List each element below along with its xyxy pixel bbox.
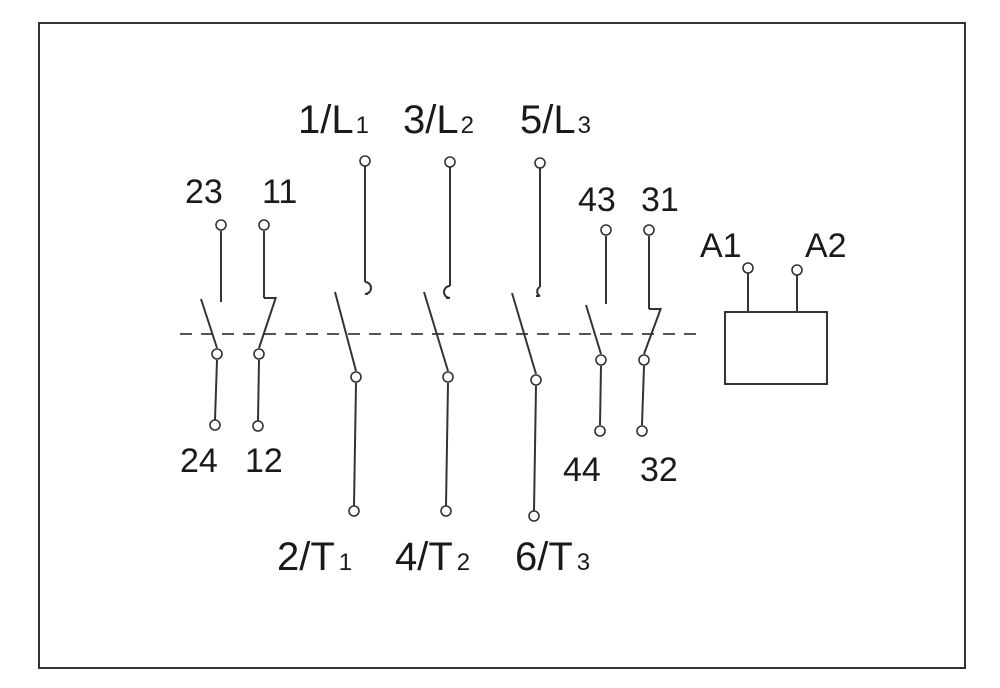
terminal-5-contact xyxy=(530,374,542,386)
terminal-31-contact xyxy=(638,354,650,366)
label-A2: A2 xyxy=(805,227,847,265)
coil-box xyxy=(724,311,828,385)
terminal-32 xyxy=(636,425,648,437)
terminal-24 xyxy=(209,419,221,431)
label-3-L2: 3/L2 xyxy=(403,98,474,142)
terminal-A1 xyxy=(742,262,754,274)
aux-contact-43-44 xyxy=(585,224,612,437)
label-32: 32 xyxy=(640,451,678,489)
terminal-2-T1 xyxy=(348,505,360,517)
terminal-23 xyxy=(215,219,227,231)
terminal-43-contact xyxy=(595,354,607,366)
label-31: 31 xyxy=(641,181,679,219)
label-24: 24 xyxy=(180,442,218,480)
terminal-31 xyxy=(643,224,655,236)
main-contact-1 xyxy=(334,155,372,517)
label-5-L3: 5/L3 xyxy=(520,98,591,142)
label-1-L1: 1/L1 xyxy=(298,98,369,142)
terminal-A2 xyxy=(791,264,803,276)
main-contact-2 xyxy=(423,156,456,517)
terminal-3-L2 xyxy=(444,156,456,168)
terminal-4-T2 xyxy=(440,505,452,517)
terminal-1-contact xyxy=(350,371,362,383)
terminal-3-contact xyxy=(442,371,454,383)
terminal-6-T3 xyxy=(528,510,540,522)
terminal-43 xyxy=(600,224,612,236)
terminal-11-contact xyxy=(253,348,265,360)
label-11: 11 xyxy=(262,173,297,211)
terminal-44 xyxy=(594,425,606,437)
diagram-frame xyxy=(38,22,966,669)
aux-contact-31-32 xyxy=(636,224,662,437)
terminal-1-L1 xyxy=(359,155,371,167)
aux-contact-11-12 xyxy=(252,219,277,432)
terminal-12 xyxy=(252,420,264,432)
main-contact-3 xyxy=(511,157,546,522)
terminal-5-L3 xyxy=(534,157,546,169)
terminal-23-contact xyxy=(211,348,223,360)
terminal-11 xyxy=(258,219,270,231)
label-12: 12 xyxy=(245,442,283,480)
label-23: 23 xyxy=(185,173,223,211)
coil xyxy=(724,262,828,385)
label-44: 44 xyxy=(563,451,601,489)
aux-contact-23-24 xyxy=(200,219,227,431)
label-43: 43 xyxy=(578,181,616,219)
label-A1: A1 xyxy=(700,227,742,265)
